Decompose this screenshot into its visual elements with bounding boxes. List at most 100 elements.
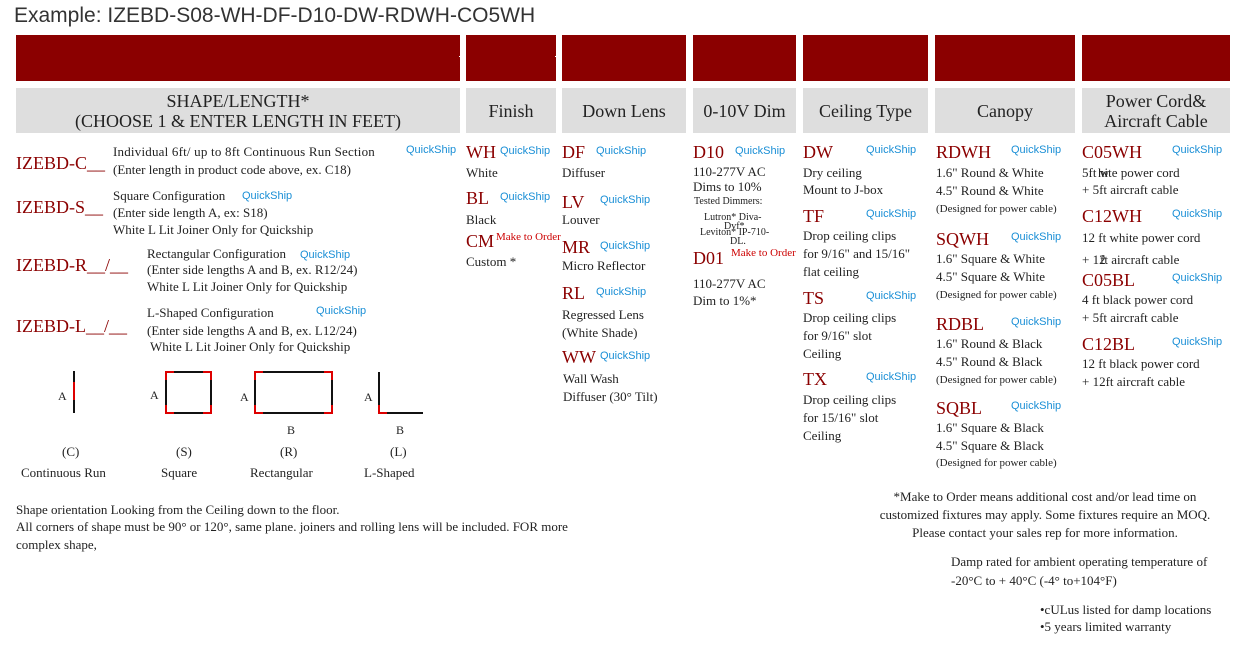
separator-dash [555, 56, 559, 57]
lens-desc: (White Shade) [562, 325, 638, 340]
header-finish: Finish [466, 88, 556, 133]
l-shape-diagram [378, 372, 423, 414]
canopy-code: RDWH [936, 142, 991, 162]
shape-code: IZEBD-L__/__ [16, 316, 127, 336]
diagram-code: (S) [176, 444, 192, 459]
square-diagram [165, 371, 212, 414]
finish-desc: White [466, 165, 498, 180]
separator-dash [796, 56, 800, 57]
cord-desc: + 5ft aircraft cable [1082, 310, 1179, 325]
shape-desc: Rectangular Configuration [147, 246, 286, 261]
finish-desc: Custom * [466, 254, 517, 269]
canopy-desc: 4.5" Round & White [936, 183, 1044, 198]
ceiling-desc: Drop ceiling clips [803, 392, 897, 407]
lens-code: RL [562, 283, 586, 303]
dim-desc: Dim to 1%* [693, 293, 757, 308]
quickship-badge: QuickShip [500, 191, 551, 203]
corners-note: complex shape, [16, 537, 97, 552]
quickship-badge: QuickShip [1172, 208, 1223, 220]
dimmer-model: Leviton* IP-710- [700, 227, 770, 238]
quickship-badge: QuickShip [866, 371, 917, 383]
quickship-badge: QuickShip [242, 190, 293, 202]
quickship-badge: QuickShip [735, 145, 786, 157]
ceiling-code: TS [803, 288, 825, 308]
ceiling-code: TX [803, 369, 827, 389]
finish-code: CM [466, 231, 495, 251]
quickship-badge: QuickShip [316, 305, 367, 317]
shape-desc: Individual 6ft/ up to 8ft Continuous Run… [113, 144, 376, 159]
dim-desc: 110-277V AC [693, 276, 766, 291]
header-shape-line1: SHAPE/LENGTH* [166, 90, 310, 111]
corners-note: All corners of shape must be 90° or 120°… [16, 519, 568, 534]
canopy-desc: 4.5" Square & White [936, 269, 1046, 284]
cord-code: C05BL [1082, 270, 1136, 290]
shape-desc: (Enter length in product code above, ex.… [113, 162, 351, 177]
ceiling-desc: for 9/16" slot [803, 328, 872, 343]
diagram-name: Continuous Run [21, 465, 106, 480]
canopy-note: (Designed for power cable) [936, 374, 1057, 386]
cord-desc: 4 ft black power cord [1082, 292, 1194, 307]
header-ceiling: Ceiling Type [803, 88, 928, 133]
diagram-code: (R) [280, 444, 298, 459]
diagram-label-a: A [58, 389, 67, 403]
header-canopy: Canopy [935, 88, 1075, 133]
diagram-name: Square [161, 465, 198, 480]
make-to-order-note-line: Please contact your sales rep for more i… [912, 525, 1178, 540]
quickship-badge: QuickShip [596, 286, 647, 298]
cord-desc: + 12 [1082, 252, 1106, 267]
diagram-code: (L) [390, 444, 407, 459]
shape-desc: (Enter side length A, ex: S18) [113, 205, 268, 220]
diagram-label-a: A [364, 390, 373, 404]
ceiling-desc: for 9/16" and 15/16" [803, 246, 911, 261]
diagram-label-b: B [287, 423, 296, 437]
cord-desc: + 12ft aircraft cable [1082, 374, 1185, 389]
quickship-badge: QuickShip [596, 145, 647, 157]
dimmer-model: DL. [730, 236, 746, 247]
dim-desc: 110-277V AC [693, 164, 766, 179]
cord-desc: 12 ft white power cord [1082, 230, 1201, 245]
cord-desc: 5ft w [1082, 165, 1110, 180]
header-cord-line1: Power Cord& [1105, 90, 1207, 111]
ceiling-code: DW [803, 142, 833, 162]
shape-desc: White L Lit Joiner Only for Quickship [113, 222, 314, 237]
continuous-run-diagram [73, 371, 75, 413]
quickship-badge: QuickShip [866, 144, 917, 156]
separator-dash [928, 56, 932, 57]
ceiling-desc: Ceiling [803, 346, 842, 361]
canopy-desc: 1.6" Round & White [936, 165, 1044, 180]
quickship-badge: QuickShip [1011, 316, 1062, 328]
diagram-label-b: B [396, 423, 405, 437]
red-bar-ceiling [803, 35, 928, 81]
shape-desc: White L Lit Joiner Only for Quickship [150, 339, 351, 354]
warranty-bullet: •5 years limited warranty [1040, 619, 1172, 634]
dimmer-model: Lutron* Diva- [704, 212, 762, 223]
dim-desc: Dims to 10% [693, 179, 762, 194]
cord-desc: 12 ft black power cord [1082, 356, 1200, 371]
quickship-badge: QuickShip [1172, 336, 1223, 348]
ceiling-desc: Dry ceiling [803, 165, 862, 180]
quickship-badge: QuickShip [600, 350, 651, 362]
lens-code: MR [562, 237, 591, 257]
header-cord-line2: Aircraft Cable [1104, 110, 1208, 131]
canopy-code: RDBL [936, 314, 985, 334]
separator-dash [459, 56, 463, 57]
red-bar-shape [16, 35, 460, 81]
cord-code: C12WH [1082, 206, 1142, 226]
damp-rating-note: -20°C to + 40°C (-4° to+104°F) [951, 573, 1117, 588]
quickship-badge: QuickShip [1172, 144, 1223, 156]
make-to-order-note-line: customized fixtures may apply. Some fixt… [879, 507, 1211, 522]
lens-desc: Louver [562, 212, 600, 227]
tested-dimmers-label: Tested Dimmers: [694, 196, 763, 207]
diagram-name: L-Shaped [364, 465, 415, 480]
lens-desc: Wall Wash [563, 371, 619, 386]
red-bar-dim [693, 35, 796, 81]
lens-code: WW [562, 347, 596, 367]
quickship-badge: QuickShip [406, 144, 457, 156]
dimmer-model: Dvf* [724, 221, 745, 232]
header-lens: Down Lens [562, 88, 686, 133]
rectangle-diagram [254, 371, 333, 414]
make-to-order-badge: Make to Order [496, 231, 561, 243]
ceiling-desc: flat ceiling [803, 264, 859, 279]
lens-desc: Regressed Lens [562, 307, 644, 322]
shape-code: IZEBD-C__ [16, 153, 105, 173]
